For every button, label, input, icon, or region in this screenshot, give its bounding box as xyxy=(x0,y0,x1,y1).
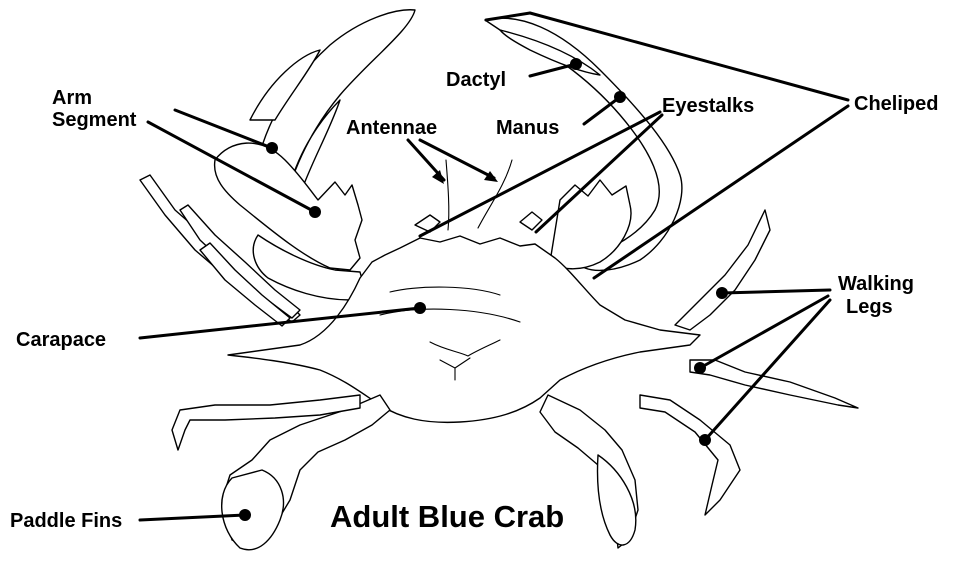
walking-legs-dot-2 xyxy=(694,362,706,374)
left-eyestalk xyxy=(415,215,440,232)
walking-legs-leader-1 xyxy=(722,290,830,293)
walking-legs-dot-1 xyxy=(716,287,728,299)
walking-legs-dot-3 xyxy=(699,434,711,446)
right-antenna xyxy=(478,160,512,228)
cheliped-leader-2 xyxy=(594,106,848,278)
label-dactyl: Dactyl xyxy=(446,69,506,91)
paddle-fins-dot xyxy=(239,509,251,521)
label-eyestalks: Eyestalks xyxy=(662,95,754,117)
label-manus: Manus xyxy=(496,117,559,139)
right-eyestalk xyxy=(520,212,542,230)
right-walking-leg-1 xyxy=(675,210,770,330)
arm-segment-dot-1 xyxy=(266,142,278,154)
right-walking-leg-2 xyxy=(690,360,858,408)
antennae-leader-2 xyxy=(420,140,494,178)
label-legs: Legs xyxy=(846,296,893,318)
label-paddle-fins: Paddle Fins xyxy=(10,510,122,532)
label-cheliped: Cheliped xyxy=(854,93,938,115)
dactyl-leader xyxy=(530,64,576,76)
label-arm: Arm xyxy=(52,87,92,109)
label-walking: Walking xyxy=(838,273,914,295)
carapace-dot xyxy=(414,302,426,314)
walking-legs-leader-2 xyxy=(700,296,828,368)
left-paddle-fin xyxy=(222,470,284,550)
label-carapace: Carapace xyxy=(16,329,106,351)
right-walking-leg-3 xyxy=(640,395,740,515)
arm-segment-dot-2 xyxy=(309,206,321,218)
label-segment: Segment xyxy=(52,109,137,131)
label-antennae: Antennae xyxy=(346,117,437,139)
diagram-title: Adult Blue Crab xyxy=(330,499,564,534)
dactyl-dot xyxy=(570,58,582,70)
manus-dot xyxy=(614,91,626,103)
left-antenna xyxy=(446,160,449,230)
manus-leader xyxy=(584,97,620,124)
